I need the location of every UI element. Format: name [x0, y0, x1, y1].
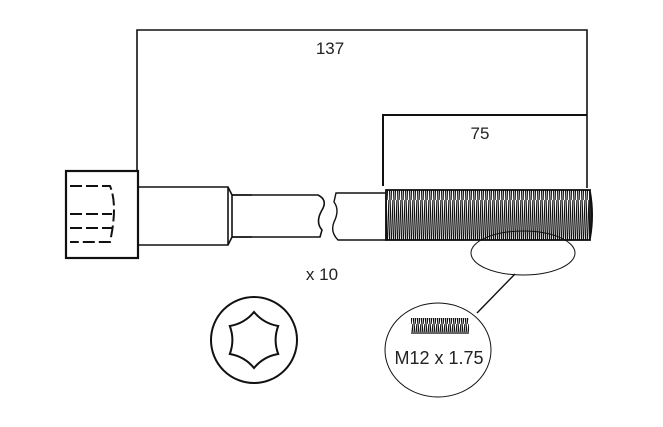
torx-head-icon [210, 296, 298, 384]
dimension-overall-length: 137 [136, 29, 588, 188]
dimension-thread-length: 75 [382, 114, 587, 186]
bolt-side-view [64, 169, 593, 314]
dimension-137-label: 137 [316, 39, 344, 58]
thread-detail-callout: M12 x 1.75 [384, 302, 492, 398]
dimension-75-label: 75 [471, 124, 490, 143]
thread-spec-label: M12 x 1.75 [394, 348, 483, 368]
quantity-label: x 10 [306, 265, 338, 284]
